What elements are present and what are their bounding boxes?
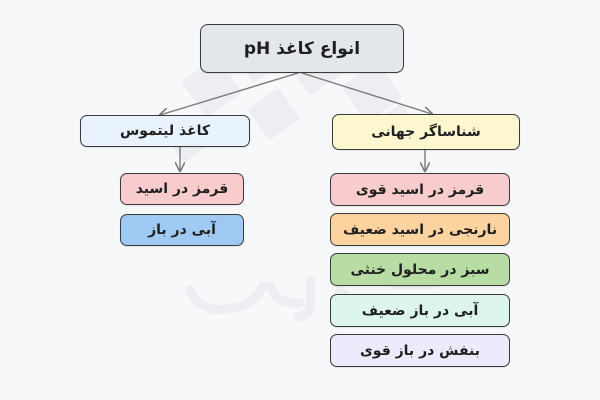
connector-root-to-litmus xyxy=(160,72,299,115)
branch-node-litmus: کاغذ لیتموس xyxy=(80,115,250,147)
leaf-node-universal-red: قرمز در اسید قوی xyxy=(330,173,510,206)
leaf-node-label: آبی در باز xyxy=(148,222,216,238)
leaf-node-universal-violet: بنفش در باز قوی xyxy=(330,334,510,367)
connector-root-to-universal xyxy=(301,72,432,114)
leaf-node-litmus-blue: آبی در باز xyxy=(120,214,244,246)
branch-node-litmus-label: کاغذ لیتموس xyxy=(119,123,211,139)
root-node: انواع کاغذ pH xyxy=(200,24,404,73)
branch-node-universal: شناساگر جهانی xyxy=(332,114,520,150)
branch-node-universal-label: شناساگر جهانی xyxy=(371,124,481,140)
leaf-node-universal-green: سبز در محلول خنثی xyxy=(330,253,510,286)
leaf-node-label: قرمز در اسید قوی xyxy=(355,181,485,198)
leaf-node-label: بنفش در باز قوی xyxy=(359,342,481,359)
leaf-node-label: نارنجی در اسید ضعیف xyxy=(342,221,498,238)
leaf-node-litmus-red: قرمز در اسید xyxy=(120,173,244,205)
leaf-node-universal-blue: آبی در باز ضعیف xyxy=(330,294,510,327)
leaf-node-label: سبز در محلول خنثی xyxy=(350,261,490,278)
leaf-node-label: قرمز در اسید xyxy=(135,181,229,197)
root-node-label: انواع کاغذ pH xyxy=(243,38,361,59)
leaf-node-universal-orange: نارنجی در اسید ضعیف xyxy=(330,213,510,246)
leaf-node-label: آبی در باز ضعیف xyxy=(361,302,479,319)
